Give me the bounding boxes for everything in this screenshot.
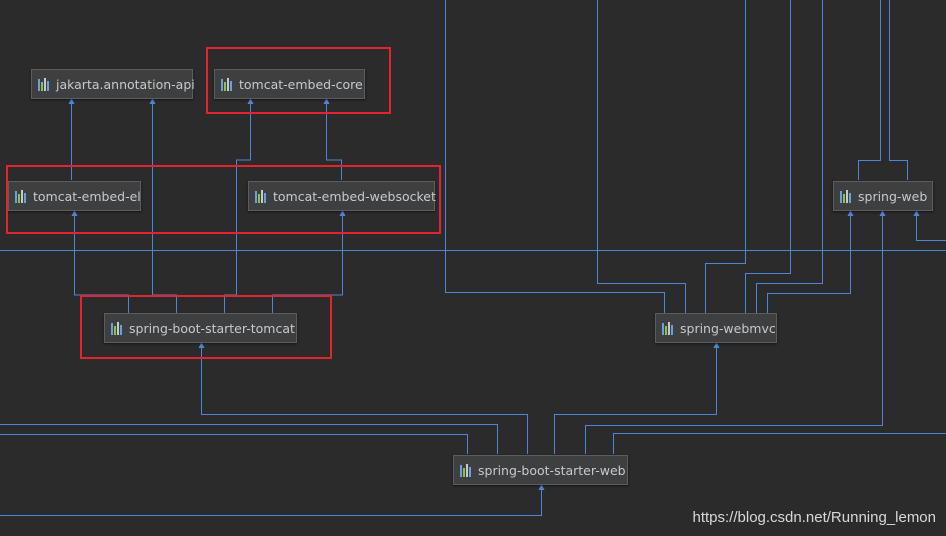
edge-web-starter-bottom bbox=[0, 486, 542, 516]
arrowhead bbox=[68, 98, 75, 104]
maven-library-icon bbox=[460, 463, 474, 477]
edge-left-to-web-starter-2 bbox=[0, 434, 468, 454]
arrowhead bbox=[323, 98, 330, 104]
arrowhead bbox=[913, 210, 920, 216]
edge-left-to-web-starter-1 bbox=[0, 424, 498, 454]
maven-library-icon bbox=[15, 189, 29, 203]
arrowhead bbox=[339, 210, 346, 216]
node-label: jakarta.annotation-api bbox=[56, 76, 195, 92]
edge-web-starter-to-spring-web bbox=[585, 212, 883, 454]
arrowhead bbox=[198, 342, 205, 348]
node-label: spring-boot-starter-web bbox=[478, 462, 626, 478]
arrowhead bbox=[71, 210, 78, 216]
edge-web-starter-right bbox=[613, 433, 946, 454]
arrowhead bbox=[538, 484, 545, 490]
maven-library-icon bbox=[38, 77, 52, 91]
node-label: tomcat-embed-core bbox=[239, 76, 363, 92]
edge-top-to-webmvc-5 bbox=[756, 0, 823, 313]
highlight-box-core bbox=[206, 47, 391, 114]
node-label: tomcat-embed-el bbox=[33, 188, 141, 204]
edge-top-to-webmvc-2 bbox=[597, 0, 686, 313]
node-label: spring-boot-starter-tomcat bbox=[129, 320, 295, 336]
arrowhead bbox=[247, 98, 254, 104]
node-spring-webmvc[interactable]: spring-webmvc bbox=[655, 313, 777, 343]
node-spring-web[interactable]: spring-web bbox=[833, 181, 933, 211]
node-label: tomcat-embed-websocket bbox=[273, 188, 436, 204]
node-jakarta-annotation-api[interactable]: jakarta.annotation-api bbox=[31, 69, 195, 99]
highlight-box-starter-tomcat bbox=[80, 295, 332, 359]
node-spring-boot-starter-web[interactable]: spring-boot-starter-web bbox=[453, 455, 628, 485]
edge-top-to-webmvc-1 bbox=[445, 0, 665, 313]
node-label: spring-web bbox=[858, 188, 928, 204]
edge-spring-web-right bbox=[916, 212, 946, 241]
node-spring-boot-starter-tomcat[interactable]: spring-boot-starter-tomcat bbox=[104, 313, 297, 343]
node-tomcat-embed-core[interactable]: tomcat-embed-core bbox=[214, 69, 365, 99]
edge-top-to-webmvc-3 bbox=[705, 0, 746, 313]
node-label: spring-webmvc bbox=[680, 320, 776, 336]
maven-library-icon bbox=[255, 189, 269, 203]
watermark-url: https://blog.csdn.net/Running_lemon bbox=[692, 509, 937, 526]
edge-top-to-spring-web-1 bbox=[858, 0, 881, 180]
arrowhead bbox=[149, 98, 156, 104]
edge-top-to-spring-web-2 bbox=[889, 0, 908, 180]
maven-library-icon bbox=[662, 321, 676, 335]
edge-tomcat-starter-to-core bbox=[224, 100, 251, 313]
maven-library-icon bbox=[840, 189, 854, 203]
node-tomcat-embed-el[interactable]: tomcat-embed-el bbox=[8, 181, 141, 211]
arrowhead bbox=[713, 342, 720, 348]
maven-library-icon bbox=[221, 77, 235, 91]
edge-websocket-to-core bbox=[326, 100, 342, 180]
edge-web-starter-to-webmvc bbox=[554, 344, 717, 454]
arrowhead bbox=[879, 210, 886, 216]
edge-webmvc-to-spring-web bbox=[767, 212, 851, 313]
edge-top-to-webmvc-4 bbox=[745, 0, 791, 313]
maven-library-icon bbox=[111, 321, 125, 335]
highlight-box-el-websocket bbox=[6, 165, 441, 234]
edge-web-starter-to-tomcat-starter bbox=[201, 344, 528, 454]
arrowhead bbox=[847, 210, 854, 216]
node-tomcat-embed-websocket[interactable]: tomcat-embed-websocket bbox=[248, 181, 436, 211]
